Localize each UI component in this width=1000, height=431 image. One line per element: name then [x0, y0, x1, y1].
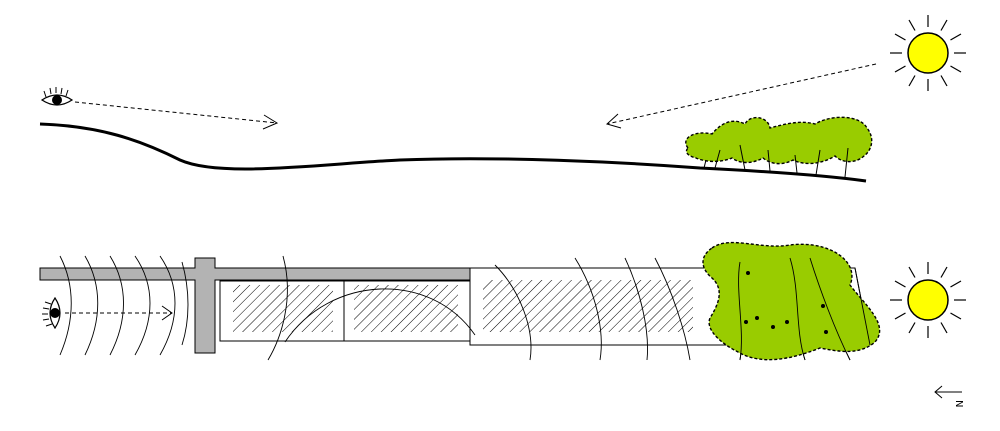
terrain-profile	[39, 122, 867, 183]
sun-icon	[890, 262, 966, 338]
block-3-hatch	[483, 280, 693, 332]
tree-dots	[744, 271, 828, 334]
north-arrow	[934, 385, 962, 399]
tree-canopy	[685, 116, 873, 178]
sun-icon	[890, 15, 966, 91]
eye-icon	[40, 87, 74, 106]
building-blocks	[219, 267, 871, 346]
view-arrow	[74, 101, 279, 130]
north-label: N	[953, 400, 964, 407]
block-2-hatch	[354, 285, 458, 332]
plan-view: N	[39, 241, 966, 407]
vegetation-area	[702, 241, 881, 361]
eye-icon	[42, 296, 61, 330]
sunlight-arrow	[605, 63, 877, 129]
section-view	[39, 15, 966, 183]
view-arrow	[65, 305, 173, 321]
